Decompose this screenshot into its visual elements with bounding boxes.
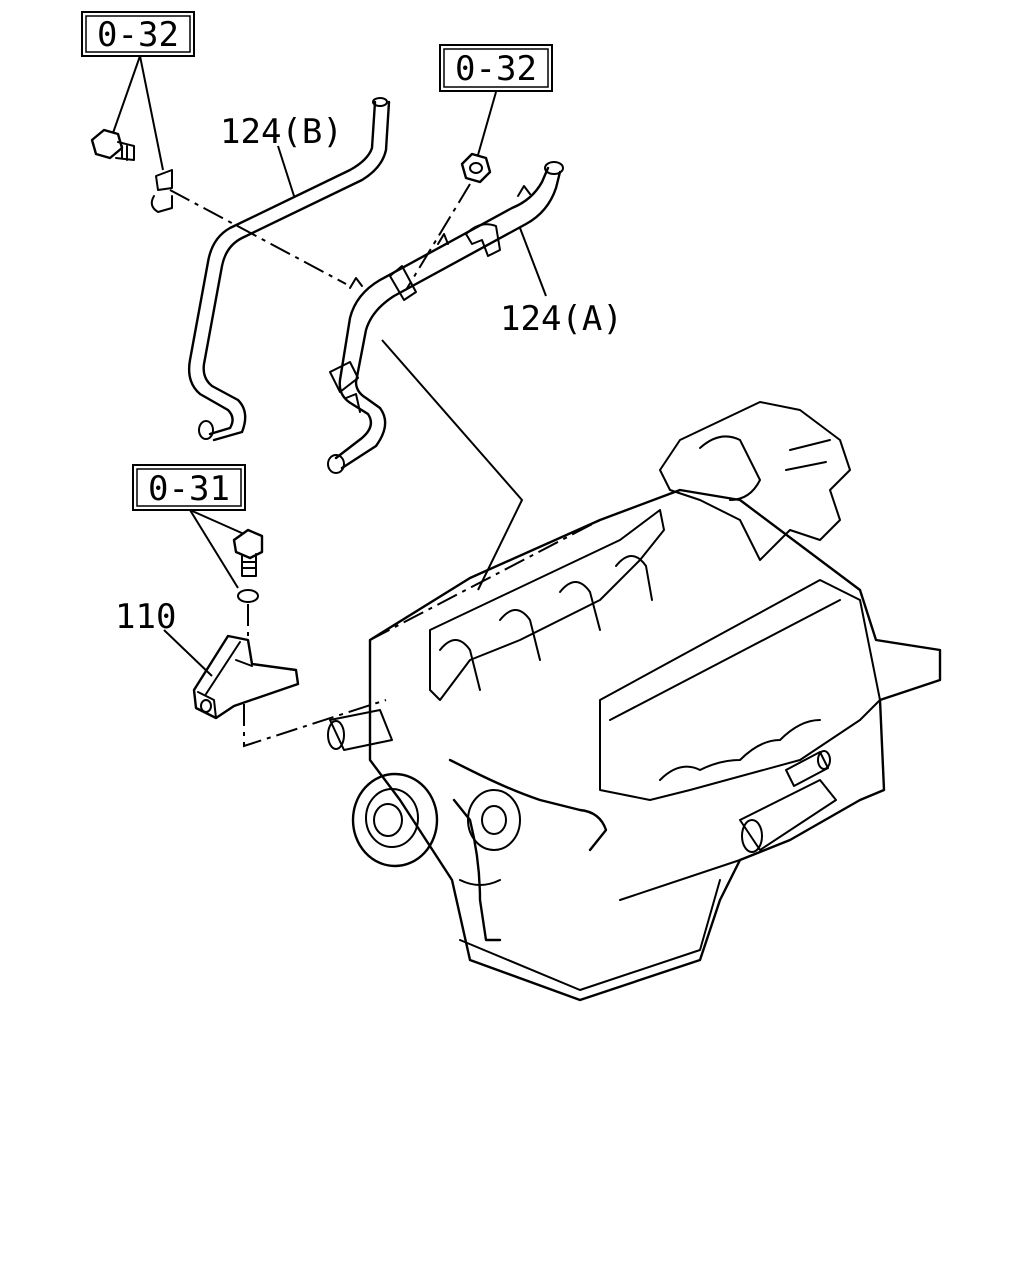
bracket-110	[192, 634, 300, 720]
leader-lines-mid-left	[189, 509, 245, 589]
assembly-dashline-4	[243, 699, 387, 748]
leader-110	[163, 629, 213, 677]
label-124a: 124(A)	[500, 299, 623, 339]
leader-124a	[519, 227, 547, 297]
washer-icon-2	[237, 589, 259, 603]
engine-block	[327, 401, 942, 1002]
ref-label-top-left: 0-32	[97, 15, 179, 55]
ref-label-top-center: 0-32	[455, 49, 537, 89]
nut-icon	[460, 152, 492, 184]
leader-lines-top-left	[112, 55, 164, 171]
ref-box-top-left[interactable]: 0-32	[81, 11, 195, 57]
bolt-icon	[90, 128, 135, 161]
leader-124b	[277, 145, 295, 197]
bolt-icon-2	[232, 528, 264, 577]
label-124b: 124(B)	[220, 112, 343, 152]
assembly-dashline-1	[169, 189, 347, 285]
label-110: 110	[115, 597, 176, 637]
assembly-dashline-2	[405, 183, 471, 291]
leader-pipe-to-engine	[381, 339, 524, 591]
washer-icon	[150, 169, 173, 213]
ref-box-top-center[interactable]: 0-32	[439, 44, 553, 92]
pipe-124b	[187, 97, 391, 442]
ref-label-mid-left: 0-31	[148, 469, 230, 509]
ref-box-mid-left[interactable]: 0-31	[132, 464, 246, 511]
pipe-124a	[327, 161, 564, 474]
leader-top-center	[477, 91, 497, 156]
